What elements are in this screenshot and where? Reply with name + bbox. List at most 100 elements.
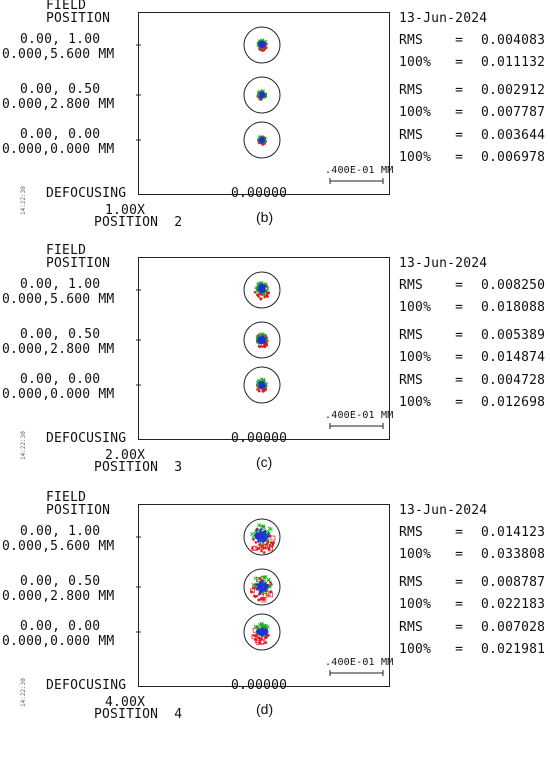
spot-core bbox=[256, 531, 268, 543]
position-number-label: POSITION 4 bbox=[94, 707, 183, 722]
spot-mark-red bbox=[265, 543, 268, 546]
spot-mark-blue bbox=[255, 528, 259, 532]
spot-mark-red bbox=[268, 543, 272, 547]
rms-label: RMS = bbox=[399, 83, 464, 98]
spot-mark-red bbox=[270, 535, 276, 541]
field-angle-label: 0.00, 0.50 bbox=[20, 574, 101, 589]
rms-value: 0.014123 bbox=[481, 525, 546, 540]
spot-mark-green bbox=[256, 283, 260, 287]
spot-core bbox=[258, 286, 266, 294]
airy-disk-circle bbox=[243, 76, 281, 114]
rms-label: RMS = bbox=[399, 575, 464, 590]
percent-100-label: 100% = bbox=[399, 350, 464, 365]
rms-label: RMS = bbox=[399, 328, 464, 343]
field-angle-label: 0.00, 0.00 bbox=[20, 619, 101, 634]
field-coord-label: 0.000,5.600 MM bbox=[2, 292, 115, 307]
rms-label: RMS = bbox=[399, 373, 464, 388]
rms-label: RMS = bbox=[399, 128, 464, 143]
rms-label: RMS = bbox=[399, 278, 464, 293]
spot-mark-red bbox=[257, 598, 261, 602]
airy-disk-circle bbox=[243, 26, 281, 64]
position-number-label: POSITION 2 bbox=[94, 215, 183, 230]
field-coord-label: 0.000,2.800 MM bbox=[2, 589, 115, 604]
field-angle-label: 0.00, 1.00 bbox=[20, 524, 101, 539]
spot-mark-red bbox=[261, 143, 265, 146]
spot-mark-red bbox=[264, 641, 268, 644]
spot-mark-red bbox=[266, 295, 269, 298]
spot-mark-red bbox=[250, 590, 254, 593]
spot-mark-red bbox=[263, 345, 267, 349]
plot-date: 13-Jun-2024 bbox=[399, 256, 488, 271]
spot-mark-red bbox=[269, 590, 273, 593]
spot-core bbox=[259, 42, 265, 48]
spot-mark-green bbox=[266, 538, 271, 543]
subfigure-caption: (b) bbox=[256, 209, 274, 225]
percent-100-label: 100% = bbox=[399, 642, 464, 657]
position-number-label: POSITION 3 bbox=[94, 460, 183, 475]
rms-label: RMS = bbox=[399, 525, 464, 540]
field-coord-label: 0.000,5.600 MM bbox=[2, 47, 115, 62]
defocusing-value: 0.00000 bbox=[231, 431, 288, 446]
spot-mark-red bbox=[255, 640, 261, 645]
spot-mark-red bbox=[251, 634, 257, 640]
spot-mark-blue bbox=[255, 582, 259, 586]
percent-100-value: 0.033808 bbox=[481, 547, 546, 562]
rms-value: 0.005389 bbox=[481, 328, 546, 343]
spot-mark-blue bbox=[258, 41, 262, 45]
field-header-label: FIELD bbox=[46, 243, 87, 258]
spot-mark-red bbox=[256, 293, 259, 297]
magnification-label: 4.00X bbox=[105, 695, 146, 710]
spot-mark-blue bbox=[265, 631, 269, 635]
field-coord-label: 0.000,0.000 MM bbox=[2, 142, 115, 157]
spot-plot-frame bbox=[138, 12, 390, 195]
field-header-label: FIELD bbox=[46, 0, 87, 13]
scale-bar-label: .400E-01 MM bbox=[325, 657, 394, 668]
percent-100-label: 100% = bbox=[399, 597, 464, 612]
rms-label: RMS = bbox=[399, 33, 464, 48]
spot-mark-blue bbox=[267, 532, 271, 536]
airy-disk-circle bbox=[243, 366, 281, 404]
spot-mark-green bbox=[250, 532, 254, 536]
spot-plot-frame bbox=[138, 504, 390, 687]
field-coord-label: 0.000,2.800 MM bbox=[2, 342, 115, 357]
spot-mark-green bbox=[261, 524, 266, 529]
spot-mark-red bbox=[254, 541, 258, 544]
spot-mark-red bbox=[253, 290, 257, 294]
field-header-label: FIELD bbox=[46, 490, 87, 505]
spot-mark-green bbox=[256, 577, 261, 581]
rms-value: 0.004083 bbox=[481, 33, 546, 48]
airy-disk-circle bbox=[243, 271, 281, 309]
percent-100-value: 0.012698 bbox=[481, 395, 546, 410]
position-header-label: POSITION bbox=[46, 11, 111, 26]
airy-disk-circle bbox=[243, 321, 281, 359]
percent-100-label: 100% = bbox=[399, 300, 464, 315]
rms-value: 0.002912 bbox=[481, 83, 546, 98]
spot-diagram-graphics bbox=[136, 271, 384, 429]
plot-date: 13-Jun-2024 bbox=[399, 503, 488, 518]
airy-disk-circle bbox=[243, 518, 281, 556]
spot-mark-green bbox=[262, 575, 267, 580]
field-angle-label: 0.00, 0.00 bbox=[20, 127, 101, 142]
percent-100-value: 0.022183 bbox=[481, 597, 546, 612]
field-angle-label: 0.00, 0.00 bbox=[20, 372, 101, 387]
magnification-label: 2.00X bbox=[105, 448, 146, 463]
field-coord-label: 0.000,2.800 MM bbox=[2, 97, 115, 112]
spot-mark-red bbox=[252, 545, 258, 551]
spot-mark-red bbox=[260, 637, 263, 640]
spot-mark-blue bbox=[253, 534, 257, 538]
spot-mark-green bbox=[253, 576, 258, 581]
spot-mark-red bbox=[260, 549, 263, 553]
spot-core bbox=[260, 138, 264, 142]
field-angle-label: 0.00, 1.00 bbox=[20, 277, 101, 292]
field-coord-label: 0.000,5.600 MM bbox=[2, 539, 115, 554]
spot-mark-blue bbox=[262, 385, 266, 389]
percent-100-value: 0.018088 bbox=[481, 300, 546, 315]
subfigure-caption: (c) bbox=[256, 454, 273, 470]
spot-mark-green bbox=[258, 523, 263, 528]
spot-diagram-graphics bbox=[136, 26, 384, 184]
field-angle-label: 0.00, 1.00 bbox=[20, 32, 101, 47]
spot-core bbox=[258, 628, 266, 636]
spot-mark-red bbox=[262, 598, 265, 601]
field-angle-label: 0.00, 0.50 bbox=[20, 82, 101, 97]
